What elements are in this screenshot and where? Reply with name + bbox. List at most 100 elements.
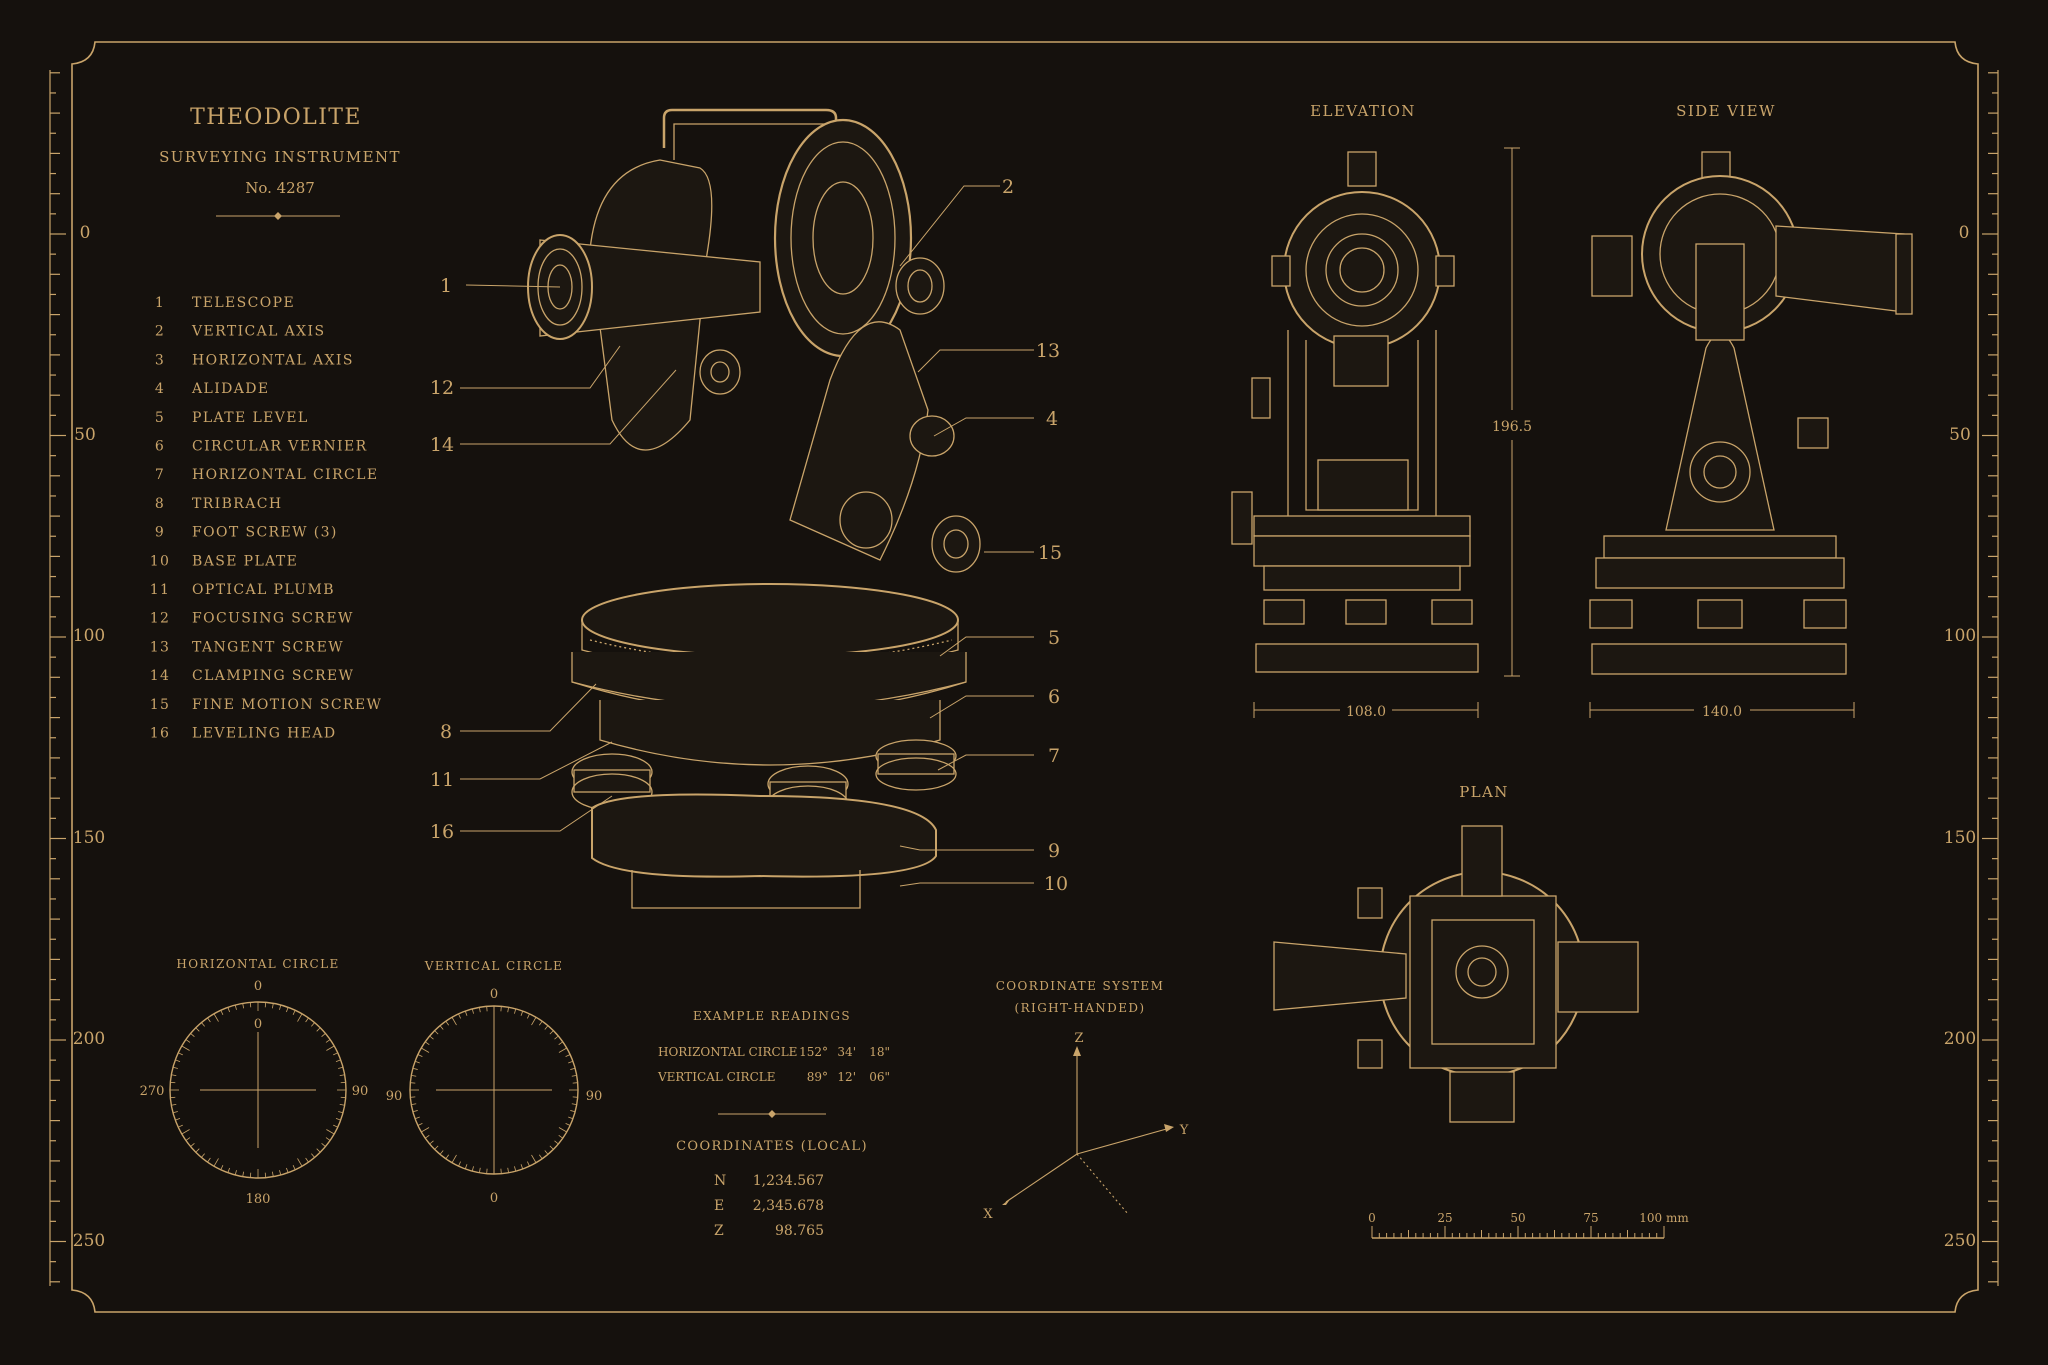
callout-8: 8 [440,721,452,743]
ruler-label-50: 50 [1949,425,1971,445]
legend-label: BASE PLATE [192,553,298,569]
legend-label: PLATE LEVEL [192,410,309,426]
legend-label: FOOT SCREW (3) [192,525,338,541]
scale-label-100mm: 100 mm [1639,1211,1689,1225]
callout-13: 13 [1036,340,1060,362]
ruler-label-0: 0 [1959,223,1970,243]
legend-number: 11 [150,582,171,598]
legend-number: 16 [150,726,171,742]
side-view-title: SIDE VIEW [1676,102,1776,120]
coord-system-title: COORDINATE SYSTEM [996,979,1165,993]
legend-number: 3 [155,352,165,368]
reading-sec-vertical: 06" [869,1070,890,1084]
ruler-label-250: 250 [73,1231,105,1251]
coord-value-n: 1,234.567 [753,1173,824,1189]
legend-label: FINE MOTION SCREW [192,697,382,713]
callout-12: 12 [430,377,454,399]
legend-number: 7 [155,467,165,483]
coord-system-subtitle: (RIGHT-HANDED) [1015,1001,1146,1015]
legend-number: 10 [150,553,171,569]
elevation-width-dimension: 108.0 [1346,704,1386,720]
axis-x-label: X [983,1207,993,1222]
legend-label: HORIZONTAL AXIS [192,352,354,368]
legend-label: HORIZONTAL CIRCLE [192,467,378,483]
elevation-title: ELEVATION [1310,102,1416,120]
ruler-label-100: 100 [1944,626,1976,646]
callout-10: 10 [1044,873,1068,895]
height-dimension: 196.5 [1492,419,1532,435]
vertical-dial-right: 90 [586,1089,603,1104]
reading-min-horizontal: 34' [837,1045,856,1059]
legend-label: CIRCULAR VERNIER [192,439,368,455]
callout-4: 4 [1046,408,1058,430]
legend-label: CLAMPING SCREW [192,668,354,684]
reading-label-vertical: VERTICAL CIRCLE [657,1070,776,1084]
callout-5: 5 [1048,627,1060,649]
legend-label: TANGENT SCREW [192,639,344,655]
legend-number: 15 [150,697,171,713]
ruler-label-50: 50 [74,425,96,445]
legend-number: 13 [150,639,171,655]
legend-label: TELESCOPE [192,295,295,311]
scale-label-75: 75 [1583,1211,1598,1225]
legend-number: 1 [155,295,165,311]
coord-value-z: 98.765 [775,1223,824,1239]
legend-number: 9 [155,525,165,541]
legend-label: FOCUSING SCREW [192,611,354,627]
legend-number: 12 [150,611,171,627]
callout-1: 1 [440,275,452,297]
scale-label-25: 25 [1437,1211,1452,1225]
horizontal-dial-right: 90 [352,1084,369,1099]
vertical-dial-title: VERTICAL CIRCLE [424,959,564,973]
reading-label-horizontal: HORIZONTAL CIRCLE [658,1045,797,1059]
scale-label-0: 0 [1368,1211,1376,1225]
reading-deg-horizontal: 152° [799,1045,828,1059]
page-title: THEODOLITE [190,105,362,130]
axis-z-label: Z [1074,1031,1083,1046]
callout-2: 2 [1002,176,1014,198]
reading-min-vertical: 12' [837,1070,856,1084]
legend-label: LEVELING HEAD [192,726,337,742]
callout-9: 9 [1048,840,1060,862]
callout-16: 16 [430,821,454,843]
vertical-dial-top: 0 [490,987,498,1002]
reading-deg-vertical: 89° [807,1070,828,1084]
ruler-label-200: 200 [1944,1029,1976,1049]
horizontal-dial-left: 270 [140,1084,165,1099]
legend-label: OPTICAL PLUMB [192,582,335,598]
ruler-label-0: 0 [80,223,91,243]
vertical-dial-left: 90 [386,1089,403,1104]
legend-number: 5 [155,410,165,426]
coord-axis-z: Z [714,1223,724,1239]
coordinates-title: COORDINATES (LOCAL) [676,1139,868,1154]
scale-label-50: 50 [1510,1211,1525,1225]
callout-11: 11 [430,769,454,791]
callout-14: 14 [430,434,454,456]
ruler-label-100: 100 [73,626,105,646]
horizontal-dial-top: 0 [254,979,262,994]
legend-number: 4 [155,381,165,397]
legend-number: 6 [155,439,165,455]
callout-15: 15 [1038,542,1062,564]
horizontal-dial-bottom: 180 [246,1192,271,1207]
legend-number: 14 [150,668,171,684]
legend-label: TRIBRACH [192,496,282,512]
callout-7: 7 [1048,745,1060,767]
ruler-label-200: 200 [73,1029,105,1049]
legend-label: ALIDADE [191,381,270,397]
horizontal-dial-title: HORIZONTAL CIRCLE [176,957,339,971]
page-subtitle: SURVEYING INSTRUMENT [159,148,401,166]
reading-sec-horizontal: 18" [869,1045,890,1059]
instrument-number: No. 4287 [245,179,315,197]
coord-value-e: 2,345.678 [753,1198,824,1214]
axis-y-label: Y [1179,1123,1189,1138]
coord-axis-n: N [714,1173,726,1189]
horizontal-dial-inner: 0 [254,1017,262,1032]
readings-title: EXAMPLE READINGS [693,1009,851,1023]
side-width-dimension: 140.0 [1702,704,1742,720]
ruler-label-250: 250 [1944,1231,1976,1251]
coord-axis-e: E [714,1198,724,1214]
ruler-label-150: 150 [1944,828,1976,848]
legend-number: 2 [155,324,165,340]
